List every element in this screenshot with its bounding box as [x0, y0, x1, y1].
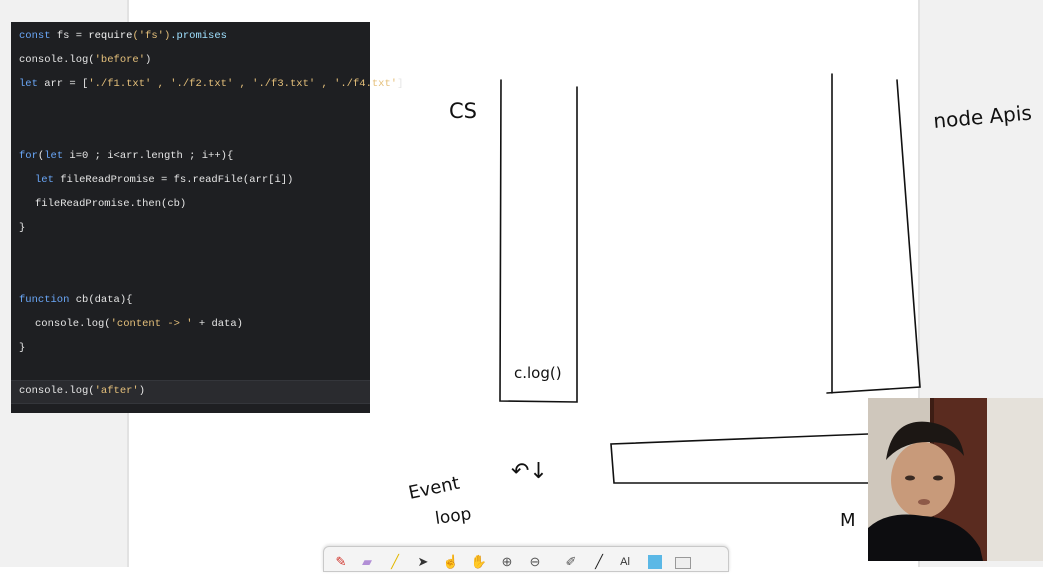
color-tool-icon[interactable]	[646, 553, 664, 571]
node-apis-drawing	[826, 73, 921, 394]
node-apis-label: node Apis	[932, 100, 1032, 133]
zoom-in-tool-icon[interactable]: ⊕	[501, 554, 513, 569]
right-margin-edge	[918, 0, 920, 567]
code-line-5: let fileReadPromise = fs.readFile(arr[i]…	[35, 174, 294, 186]
code-line-9: console.log('content -> ' + data)	[35, 318, 243, 330]
console-log-frame: c.log()	[514, 364, 562, 382]
line-tool-icon[interactable]: ╱	[595, 554, 603, 569]
loop-label: loop	[434, 504, 473, 529]
code-line-10: }	[19, 342, 26, 354]
code-line-2: console.log('before')	[19, 54, 152, 66]
event-label: Event	[407, 473, 462, 504]
pointer-tool-icon[interactable]: ➤	[417, 554, 429, 569]
call-stack-label: CS	[449, 99, 477, 123]
code-line-7: }	[19, 222, 26, 234]
menu-tool-icon[interactable]	[674, 553, 692, 571]
select-tool-icon[interactable]: ☝	[442, 554, 460, 569]
code-screenshot: const fs = require('fs').promises consol…	[11, 22, 403, 413]
highlighter-tool-icon[interactable]: ╱	[391, 554, 399, 569]
queue-label: M	[840, 510, 856, 531]
code-line-1: const fs = require('fs').promises	[19, 30, 227, 42]
text-tool-icon[interactable]: Al	[620, 556, 630, 568]
presenter-video	[868, 398, 1043, 561]
eraser-tool-icon[interactable]: ▰	[362, 554, 372, 569]
code-line-8: function cb(data){	[19, 294, 133, 306]
call-stack-drawing	[499, 79, 578, 403]
current-line-highlight	[11, 380, 370, 404]
presenter-webcam	[868, 398, 1043, 561]
event-loop-arrows: ↶↓	[511, 459, 548, 484]
hand-tool-icon[interactable]: ✋	[470, 554, 488, 569]
pen-tool-icon[interactable]: ✎	[335, 554, 347, 569]
drawing-toolbar: ✎ ▰ ╱ ➤ ☝ ✋ ⊕ ⊖ ✐ ╱ Al	[323, 546, 729, 572]
code-line-6: fileReadPromise.then(cb)	[35, 198, 187, 210]
code-line-3: let arr = ['./f1.txt' , './f2.txt' , './…	[19, 78, 404, 90]
zoom-out-tool-icon[interactable]: ⊖	[529, 554, 541, 569]
code-line-11: console.log('after')	[19, 385, 146, 397]
code-line-4: for(let i=0 ; i<arr.length ; i++){	[19, 150, 234, 162]
queue-drawing	[610, 433, 869, 484]
marker-tool-icon[interactable]: ✐	[565, 554, 577, 569]
